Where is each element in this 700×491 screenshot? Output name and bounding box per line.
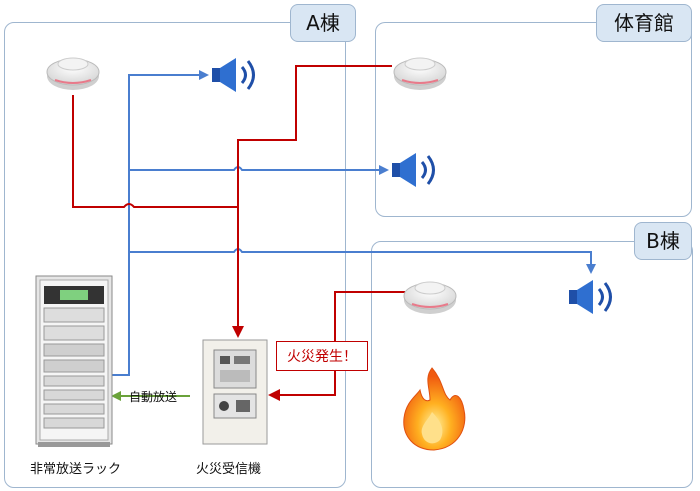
broadcast-wiring [112,70,596,376]
smoke-detector-icon [46,57,100,90]
speaker-icon [392,153,435,187]
zone-b-building-tab: B棟 [634,222,692,260]
flame-icon [403,367,466,451]
fire-receiver-label: 火災受信機 [196,462,262,477]
smoke-detector-icon [403,281,457,314]
fire-receiver-panel [202,339,268,445]
equipment-rack [35,275,113,447]
speaker-icon [212,58,255,92]
fire-alert-callout: 火災発生！ [276,341,368,371]
emergency-rack-label: 非常放送ラック [30,462,122,477]
speaker-icon [569,280,612,314]
zone-gymnasium-tab: 体育館 [596,4,692,42]
zone-a-building-tab: A棟 [290,4,356,42]
auto-broadcast-label: 自動放送 [129,390,178,404]
zone-gymnasium [375,22,692,217]
smoke-detector-icon [393,57,447,90]
